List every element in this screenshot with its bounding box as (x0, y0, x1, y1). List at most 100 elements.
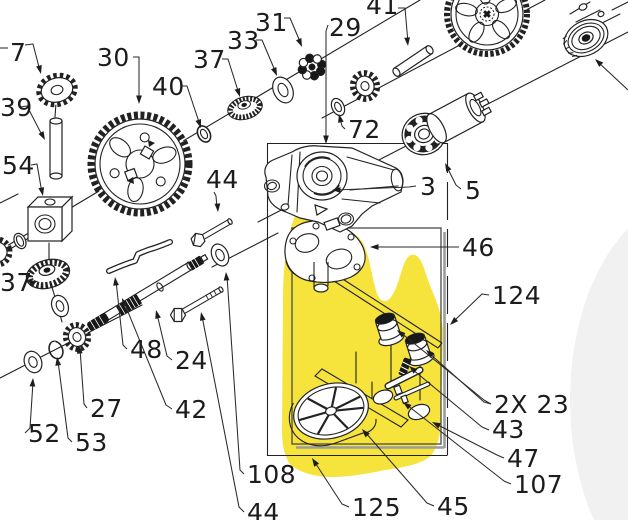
leader-arrowhead-37-left (29, 280, 38, 287)
leader-line-29 (325, 24, 329, 141)
callout-label-43: 43 (492, 415, 525, 444)
callout-label-46: 46 (462, 233, 495, 262)
leader-arrowhead-29 (323, 135, 329, 144)
leader-arrowhead-46 (370, 244, 379, 250)
callout-label-39: 39 (0, 93, 33, 122)
leader-arrowhead-3 (332, 187, 341, 193)
callout-label-42: 42 (175, 395, 208, 424)
leader-line-107 (406, 404, 512, 485)
leader-line-47 (435, 423, 505, 459)
callout-label-37-left: 37 (0, 268, 33, 297)
background-gray-blob (570, 228, 628, 520)
leader-arrowhead-27 (76, 345, 83, 354)
part-sprocket-7 (36, 72, 78, 108)
callout-label-53: 53 (75, 428, 108, 457)
leader-arrowhead-45 (362, 429, 370, 438)
part-bent-rod (106, 239, 173, 274)
part-oval-link (372, 389, 394, 405)
leader-arrowhead-23 (426, 350, 435, 358)
callout-label-124: 124 (492, 281, 541, 310)
leader-line-41 (398, 7, 409, 44)
part-oring-left (13, 232, 27, 250)
leader-line-31 (284, 17, 302, 45)
part-bolt-44-top (190, 218, 233, 248)
callout-label-33: 33 (227, 26, 260, 55)
part-bolt-44-bottom (169, 286, 224, 323)
part-oval-ring (407, 403, 431, 421)
callout-label-108: 108 (247, 460, 296, 489)
callout-label-107: 107 (514, 470, 563, 499)
leader-line-45 (364, 431, 435, 507)
part-washer-33 (272, 76, 294, 104)
callout-label-44-top: 44 (206, 165, 239, 194)
leader-arrowhead-47 (432, 422, 441, 429)
leader-arrowhead-108 (223, 272, 230, 281)
part-axle-shaft (87, 253, 209, 331)
leader-line-53 (57, 360, 73, 443)
leader-line-37-top (222, 58, 240, 95)
leader-arrowhead-24 (155, 310, 161, 319)
leader-arrowhead-30 (136, 95, 142, 104)
callout-label-41: 41 (366, 0, 399, 20)
callout-label-5: 5 (465, 176, 481, 205)
leader-arrowhead-107 (403, 402, 412, 410)
leader-line-124 (452, 293, 490, 323)
callout-label-54: 54 (2, 151, 35, 180)
callout-label-40: 40 (152, 72, 185, 101)
leader-line-27 (79, 348, 88, 409)
part-washer-52 (23, 350, 43, 374)
part-housing-3 (263, 145, 404, 233)
leader-arrowhead-44-top (214, 203, 221, 212)
leader-arrowhead-7 (36, 65, 42, 74)
leader-line-24 (156, 313, 173, 361)
part-bevel-gear-37-top (227, 95, 263, 121)
callout-label-3: 3 (420, 172, 436, 201)
leader-line-39 (19, 105, 44, 138)
leader-arrowhead-37-top (234, 88, 241, 97)
part-pin-39 (49, 117, 63, 180)
kit-boundary-boxes (266, 142, 449, 457)
leader-arrowhead-40 (195, 119, 201, 128)
leader-line-33 (256, 39, 277, 74)
callout-label-45: 45 (437, 492, 470, 520)
part-washer-108 (210, 243, 230, 267)
part-pinion-27 (62, 322, 92, 352)
callout-label-44-bottom: 44 (247, 498, 280, 520)
leader-arrowhead-125 (312, 458, 320, 467)
part-fan-wheel (288, 382, 377, 447)
part-washer-72 (330, 97, 346, 117)
part-knob-gear-31 (297, 53, 327, 81)
leader-line-7 (24, 43, 41, 72)
callout-label-29: 29 (329, 13, 362, 42)
leader-arrowhead-41 (404, 37, 410, 46)
leader-arrowhead-43 (409, 366, 418, 374)
part-gear-edge (0, 236, 13, 268)
part-drum (426, 91, 492, 144)
callout-label-48: 48 (130, 335, 163, 364)
callout-label-37-top: 37 (193, 45, 226, 74)
part-piston-1 (374, 312, 405, 347)
callout-label-72: 72 (348, 115, 381, 144)
callout-label-24: 24 (175, 346, 208, 375)
leader-line-3 (335, 185, 417, 191)
leader-line-44-bottom (201, 315, 245, 513)
leader-arrowhead-42 (122, 298, 128, 307)
part-pulley-top-right (562, 1, 628, 58)
leader-line-42 (123, 301, 173, 410)
callout-label-125: 125 (352, 493, 401, 520)
leader-line-40 (181, 85, 201, 126)
callout-label-31: 31 (255, 8, 288, 37)
part-washer-mid (50, 294, 70, 318)
callout-label-52: 52 (28, 419, 61, 448)
leader-line-5 (446, 166, 462, 190)
leader-arrowhead-39 (38, 131, 45, 140)
part-large-gear-30 (87, 111, 193, 217)
callout-label-7: 7 (10, 38, 26, 67)
leader-arrowhead-53 (55, 357, 62, 366)
leader-line-48 (115, 280, 128, 350)
leader-arrowhead-44-bottom (199, 312, 206, 321)
leader-arrowhead-23 (397, 330, 406, 338)
